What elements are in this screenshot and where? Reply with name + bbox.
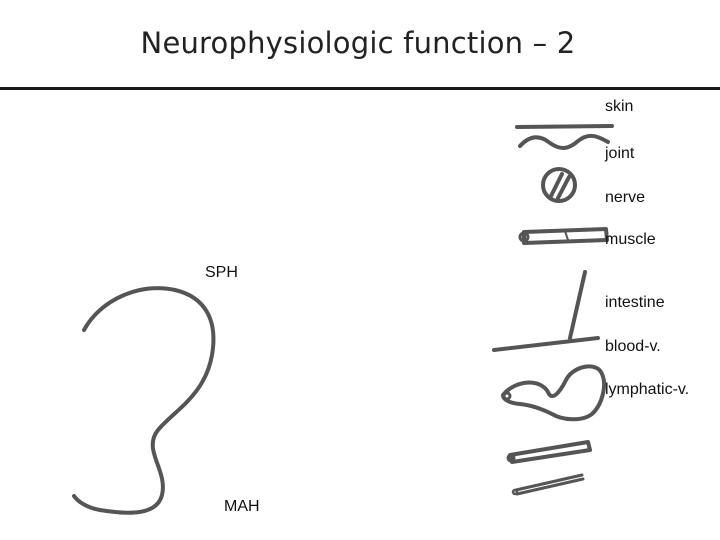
structure-label-joint: joint: [605, 145, 635, 162]
joint-icon: [541, 167, 577, 203]
intestine-icon: [501, 364, 606, 422]
blood-vessel-icon: [506, 440, 592, 464]
structure-label-nerve: nerve: [605, 189, 646, 206]
skin-icon: [515, 124, 614, 150]
muscle-icon: [492, 270, 600, 352]
slide-title: Neurophysiologic function – 2: [140, 26, 576, 60]
title-divider: [0, 87, 720, 90]
structure-label-lymphatic-vessel: lymphatic-v.: [605, 381, 690, 398]
sph-mah-curve: [72, 286, 216, 515]
structure-label-intestine: intestine: [605, 294, 665, 311]
structure-label-blood-vessel: blood-v.: [605, 338, 661, 355]
lymphatic-vessel-icon: [511, 473, 585, 496]
structure-label-skin: skin: [605, 98, 634, 115]
mah-label: MAH: [224, 498, 260, 515]
sph-label: SPH: [205, 264, 238, 281]
structure-label-muscle: muscle: [605, 231, 656, 248]
nerve-icon: [518, 227, 609, 245]
